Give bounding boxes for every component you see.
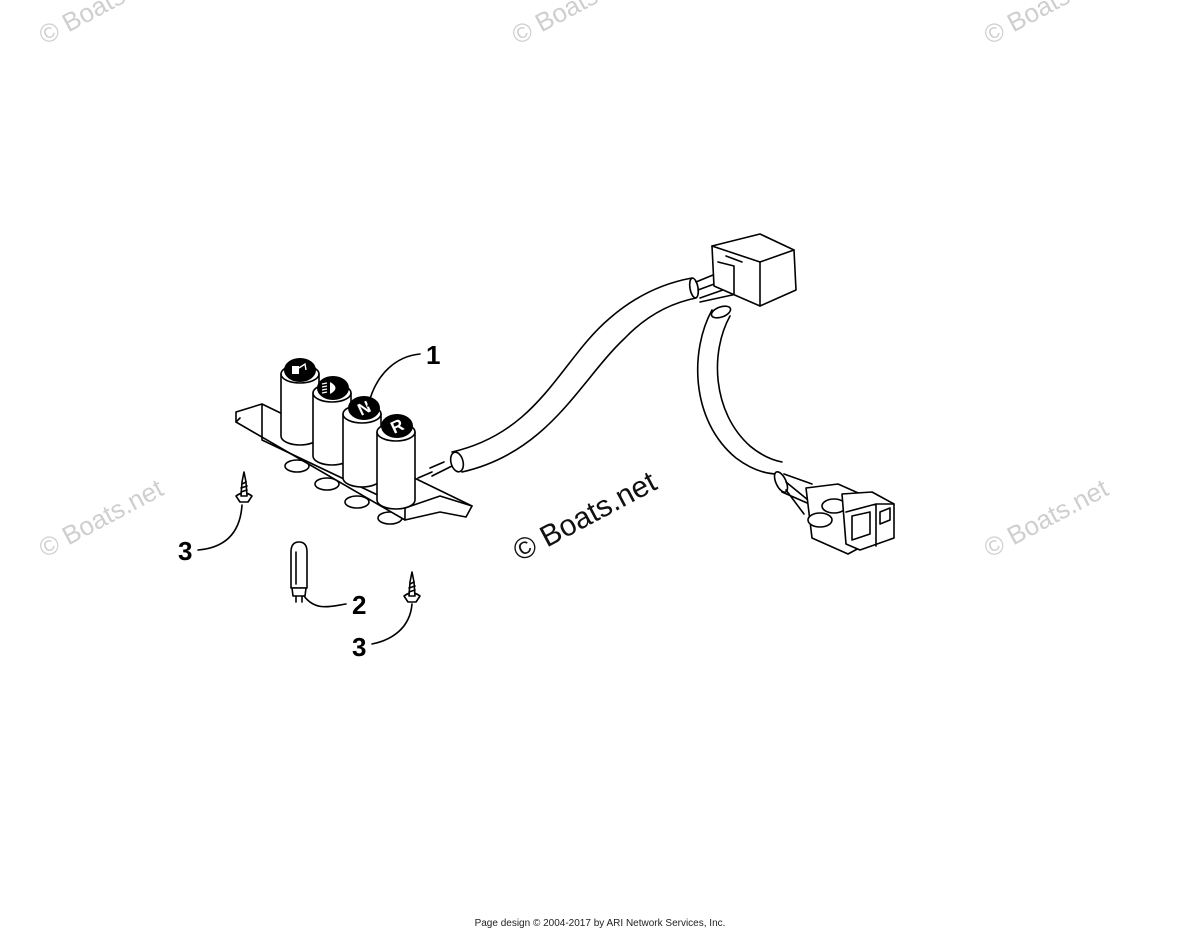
screw-left bbox=[235, 471, 253, 503]
callout-part-1: 1 bbox=[426, 340, 440, 370]
watermark-mid-left: © Boats.net bbox=[34, 472, 169, 563]
watermark-center: © Boats.net bbox=[508, 465, 663, 568]
wiring-harness bbox=[449, 233, 895, 555]
screw-right bbox=[403, 571, 421, 603]
indicator-light-cluster: N R bbox=[235, 358, 473, 525]
lamp-reverse: R bbox=[376, 414, 416, 510]
upper-connector bbox=[711, 233, 797, 307]
fuel-gauge-icon bbox=[292, 362, 307, 374]
callout-part-3-right: 3 bbox=[352, 632, 366, 662]
callout-part-3-left: 3 bbox=[178, 536, 192, 566]
watermark-top-center: © Boats.net bbox=[507, 0, 642, 50]
watermark-top-left: © Boats.net bbox=[34, 0, 169, 50]
lamp-neutral: N bbox=[342, 396, 382, 488]
watermark-group: © Boats.net © Boats.net © Boats.net © Bo… bbox=[34, 0, 1114, 568]
headlight-icon bbox=[321, 382, 336, 394]
lamp-fuel bbox=[280, 358, 320, 446]
leader-lines bbox=[197, 353, 421, 645]
bulb bbox=[290, 541, 308, 603]
watermark-mid-right: © Boats.net bbox=[979, 472, 1114, 563]
callout-part-2: 2 bbox=[352, 590, 366, 620]
footer-copyright: Page design © 2004-2017 by ARI Network S… bbox=[474, 918, 726, 929]
watermark-top-right: © Boats.net bbox=[979, 0, 1114, 50]
lower-connector bbox=[805, 483, 895, 555]
